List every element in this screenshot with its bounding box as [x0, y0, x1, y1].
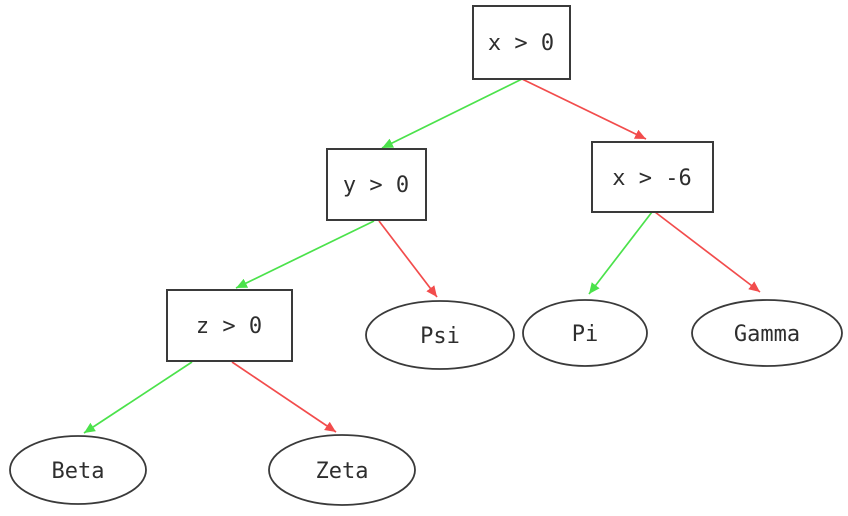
node-root: x > 0 [472, 5, 571, 80]
node-beta-ellipse [9, 435, 147, 505]
node-y-gt-0: y > 0 [326, 148, 427, 221]
node-x-gt-neg6-label: x > -6 [612, 166, 691, 191]
edges-layer [83, 78, 761, 434]
node-zeta: Zeta [268, 434, 416, 506]
node-y-gt-0-label: y > 0 [343, 173, 409, 198]
node-beta-label: Beta [52, 459, 105, 484]
node-pi-label: Pi [572, 322, 599, 347]
node-zeta-ellipse [268, 434, 416, 506]
edge-y-gt-0-to-psi-false [378, 220, 438, 298]
node-gamma-ellipse [691, 299, 843, 367]
edge-root-to-y-gt-0-true [381, 78, 523, 149]
node-gamma: Gamma [691, 299, 843, 367]
node-y-gt-0-box [326, 148, 427, 221]
edge-z-gt-0-to-zeta-false [231, 361, 337, 433]
node-root-box [472, 5, 571, 80]
edge-x-gt-neg6-to-gamma-false [654, 211, 761, 293]
edge-z-gt-0-to-beta-true [83, 361, 193, 434]
node-z-gt-0-label: z > 0 [196, 314, 262, 339]
edge-root-to-x-gt-neg6-false [521, 78, 647, 140]
node-x-gt-neg6: x > -6 [591, 141, 714, 213]
node-pi: Pi [522, 299, 648, 367]
node-psi: Psi [365, 300, 515, 370]
edge-x-gt-neg6-to-pi-true [588, 211, 653, 295]
node-psi-ellipse [365, 300, 515, 370]
node-z-gt-0: z > 0 [166, 289, 293, 362]
node-psi-label: Psi [420, 324, 460, 349]
node-x-gt-neg6-box [591, 141, 714, 213]
node-zeta-label: Zeta [316, 459, 369, 484]
node-gamma-label: Gamma [734, 322, 800, 347]
node-z-gt-0-box [166, 289, 293, 362]
node-root-label: x > 0 [488, 31, 554, 56]
edge-y-gt-0-to-z-gt-0-true [235, 220, 375, 289]
node-pi-ellipse [522, 299, 648, 367]
node-beta: Beta [9, 435, 147, 505]
